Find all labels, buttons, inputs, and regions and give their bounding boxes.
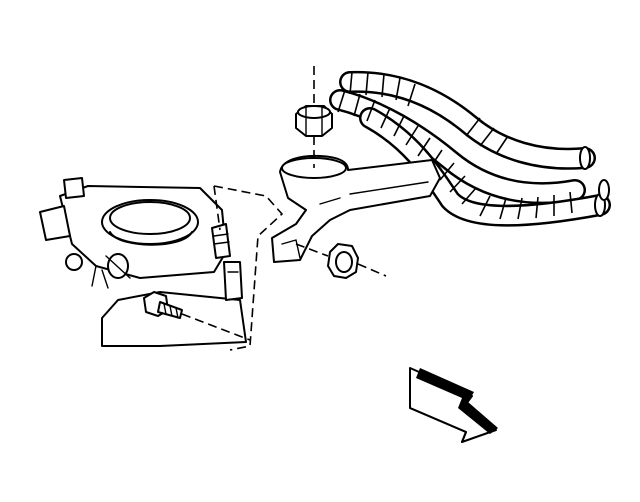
throttle-body xyxy=(39,177,247,347)
bolt-lower xyxy=(143,291,183,319)
assembly-lines xyxy=(181,66,387,351)
front-arrow-icon xyxy=(409,367,498,443)
nut-side xyxy=(327,243,359,279)
bracket xyxy=(271,154,441,263)
hose-end xyxy=(598,179,610,201)
nut-top xyxy=(295,105,333,137)
heater-hoses xyxy=(329,70,611,227)
hose-end xyxy=(579,146,591,170)
